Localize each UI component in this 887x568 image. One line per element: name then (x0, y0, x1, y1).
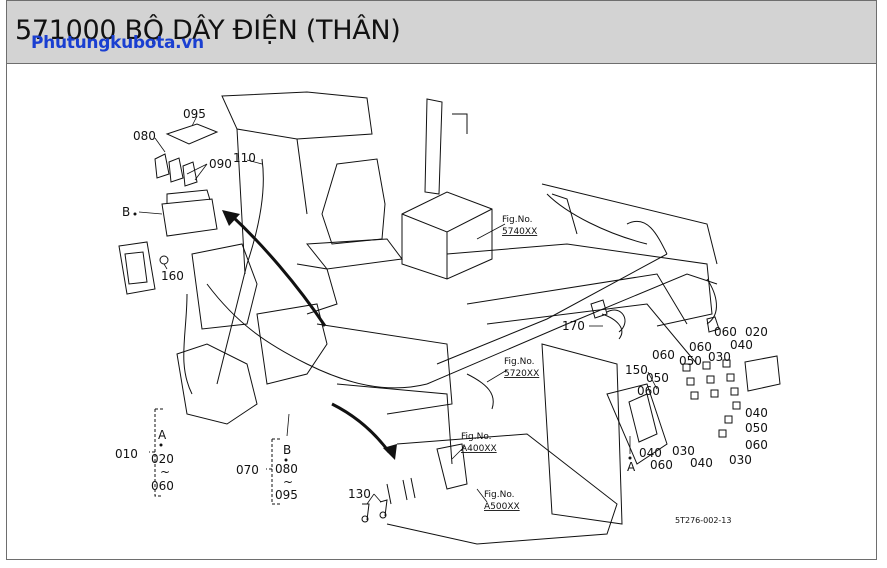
figref-3-code: A400XX (461, 444, 497, 454)
group-b-tilde: ~ (283, 475, 293, 489)
callout-labels: 095 080 090 110 B 160 170 150 A 010 020 … (115, 107, 768, 502)
title-bar: 571000 BỘ DÂY ĐIỆN (THÂN) Phutungkubota.… (7, 1, 876, 64)
figref-1-code: 5740XX (502, 227, 537, 237)
figref-4-code: A500XX (484, 502, 520, 512)
parts-diagram: 095 080 090 110 B 160 170 150 A 010 020 … (7, 64, 878, 560)
page-title: 571000 BỘ DÂY ĐIỆN (THÂN) (15, 15, 401, 46)
callout-040-b: 040 (745, 406, 768, 420)
callout-030-a: 030 (708, 350, 731, 364)
callout-050-c: 050 (745, 421, 768, 435)
figref-1-label: Fig.No. (502, 215, 533, 225)
drawing-code: 5T276-002-13 (675, 516, 731, 525)
marker-dots (133, 212, 632, 462)
figref-2-label: Fig.No. (504, 357, 535, 367)
callout-060-a: 060 (714, 325, 737, 339)
callout-095-group: 095 (275, 488, 298, 502)
group-a-tilde: ~ (160, 465, 170, 479)
page-frame: 571000 BỘ DÂY ĐIỆN (THÂN) Phutungkubota.… (6, 0, 877, 560)
callout-090: 090 (209, 157, 232, 171)
callout-060-e: 060 (745, 438, 768, 452)
group-brackets (149, 408, 280, 505)
callout-040-d: 040 (690, 456, 713, 470)
figure-references: Fig.No. 5740XX Fig.No. 5720XX Fig.No. A4… (461, 215, 731, 525)
group-b-letter: B (283, 443, 291, 457)
machine-linework (118, 91, 781, 545)
callout-095: 095 (183, 107, 206, 121)
callout-020: 020 (151, 452, 174, 466)
callout-050-a: 050 (679, 354, 702, 368)
callout-070: 070 (236, 463, 259, 477)
callout-050-b: 050 (646, 371, 669, 385)
callout-030-b: 030 (672, 444, 695, 458)
figref-4-label: Fig.No. (484, 490, 515, 500)
leader-lines (138, 115, 658, 505)
callout-080: 080 (133, 129, 156, 143)
figref-2-code: 5720XX (504, 369, 539, 379)
diagram-svg: 095 080 090 110 B 160 170 150 A 010 020 … (115, 91, 781, 545)
callout-060-f: 060 (650, 458, 673, 472)
callout-170: 170 (562, 319, 585, 333)
watermark-text: Phutungkubota.vn (31, 33, 204, 53)
callout-110: 110 (233, 151, 256, 165)
callout-040-a: 040 (730, 338, 753, 352)
callout-130: 130 (348, 487, 371, 501)
group-a-letter: A (158, 428, 167, 442)
callout-040-c: 040 (639, 446, 662, 460)
figref-3-label: Fig.No. (461, 432, 492, 442)
callout-020-a: 020 (745, 325, 768, 339)
callout-060-d: 060 (637, 384, 660, 398)
callout-150: 150 (625, 363, 648, 377)
direction-arrows (230, 214, 391, 453)
group-a-letter-2: A (627, 460, 636, 474)
callout-060: 060 (151, 479, 174, 493)
callout-030-c: 030 (729, 453, 752, 467)
callout-160: 160 (161, 269, 184, 283)
callout-060-c: 060 (652, 348, 675, 362)
arrow-head-up (222, 210, 240, 226)
callout-010: 010 (115, 447, 138, 461)
callout-060-b: 060 (689, 340, 712, 354)
callout-080-group: 080 (275, 462, 298, 476)
callout-b: B (122, 205, 130, 219)
arrow-head-down (383, 444, 397, 460)
